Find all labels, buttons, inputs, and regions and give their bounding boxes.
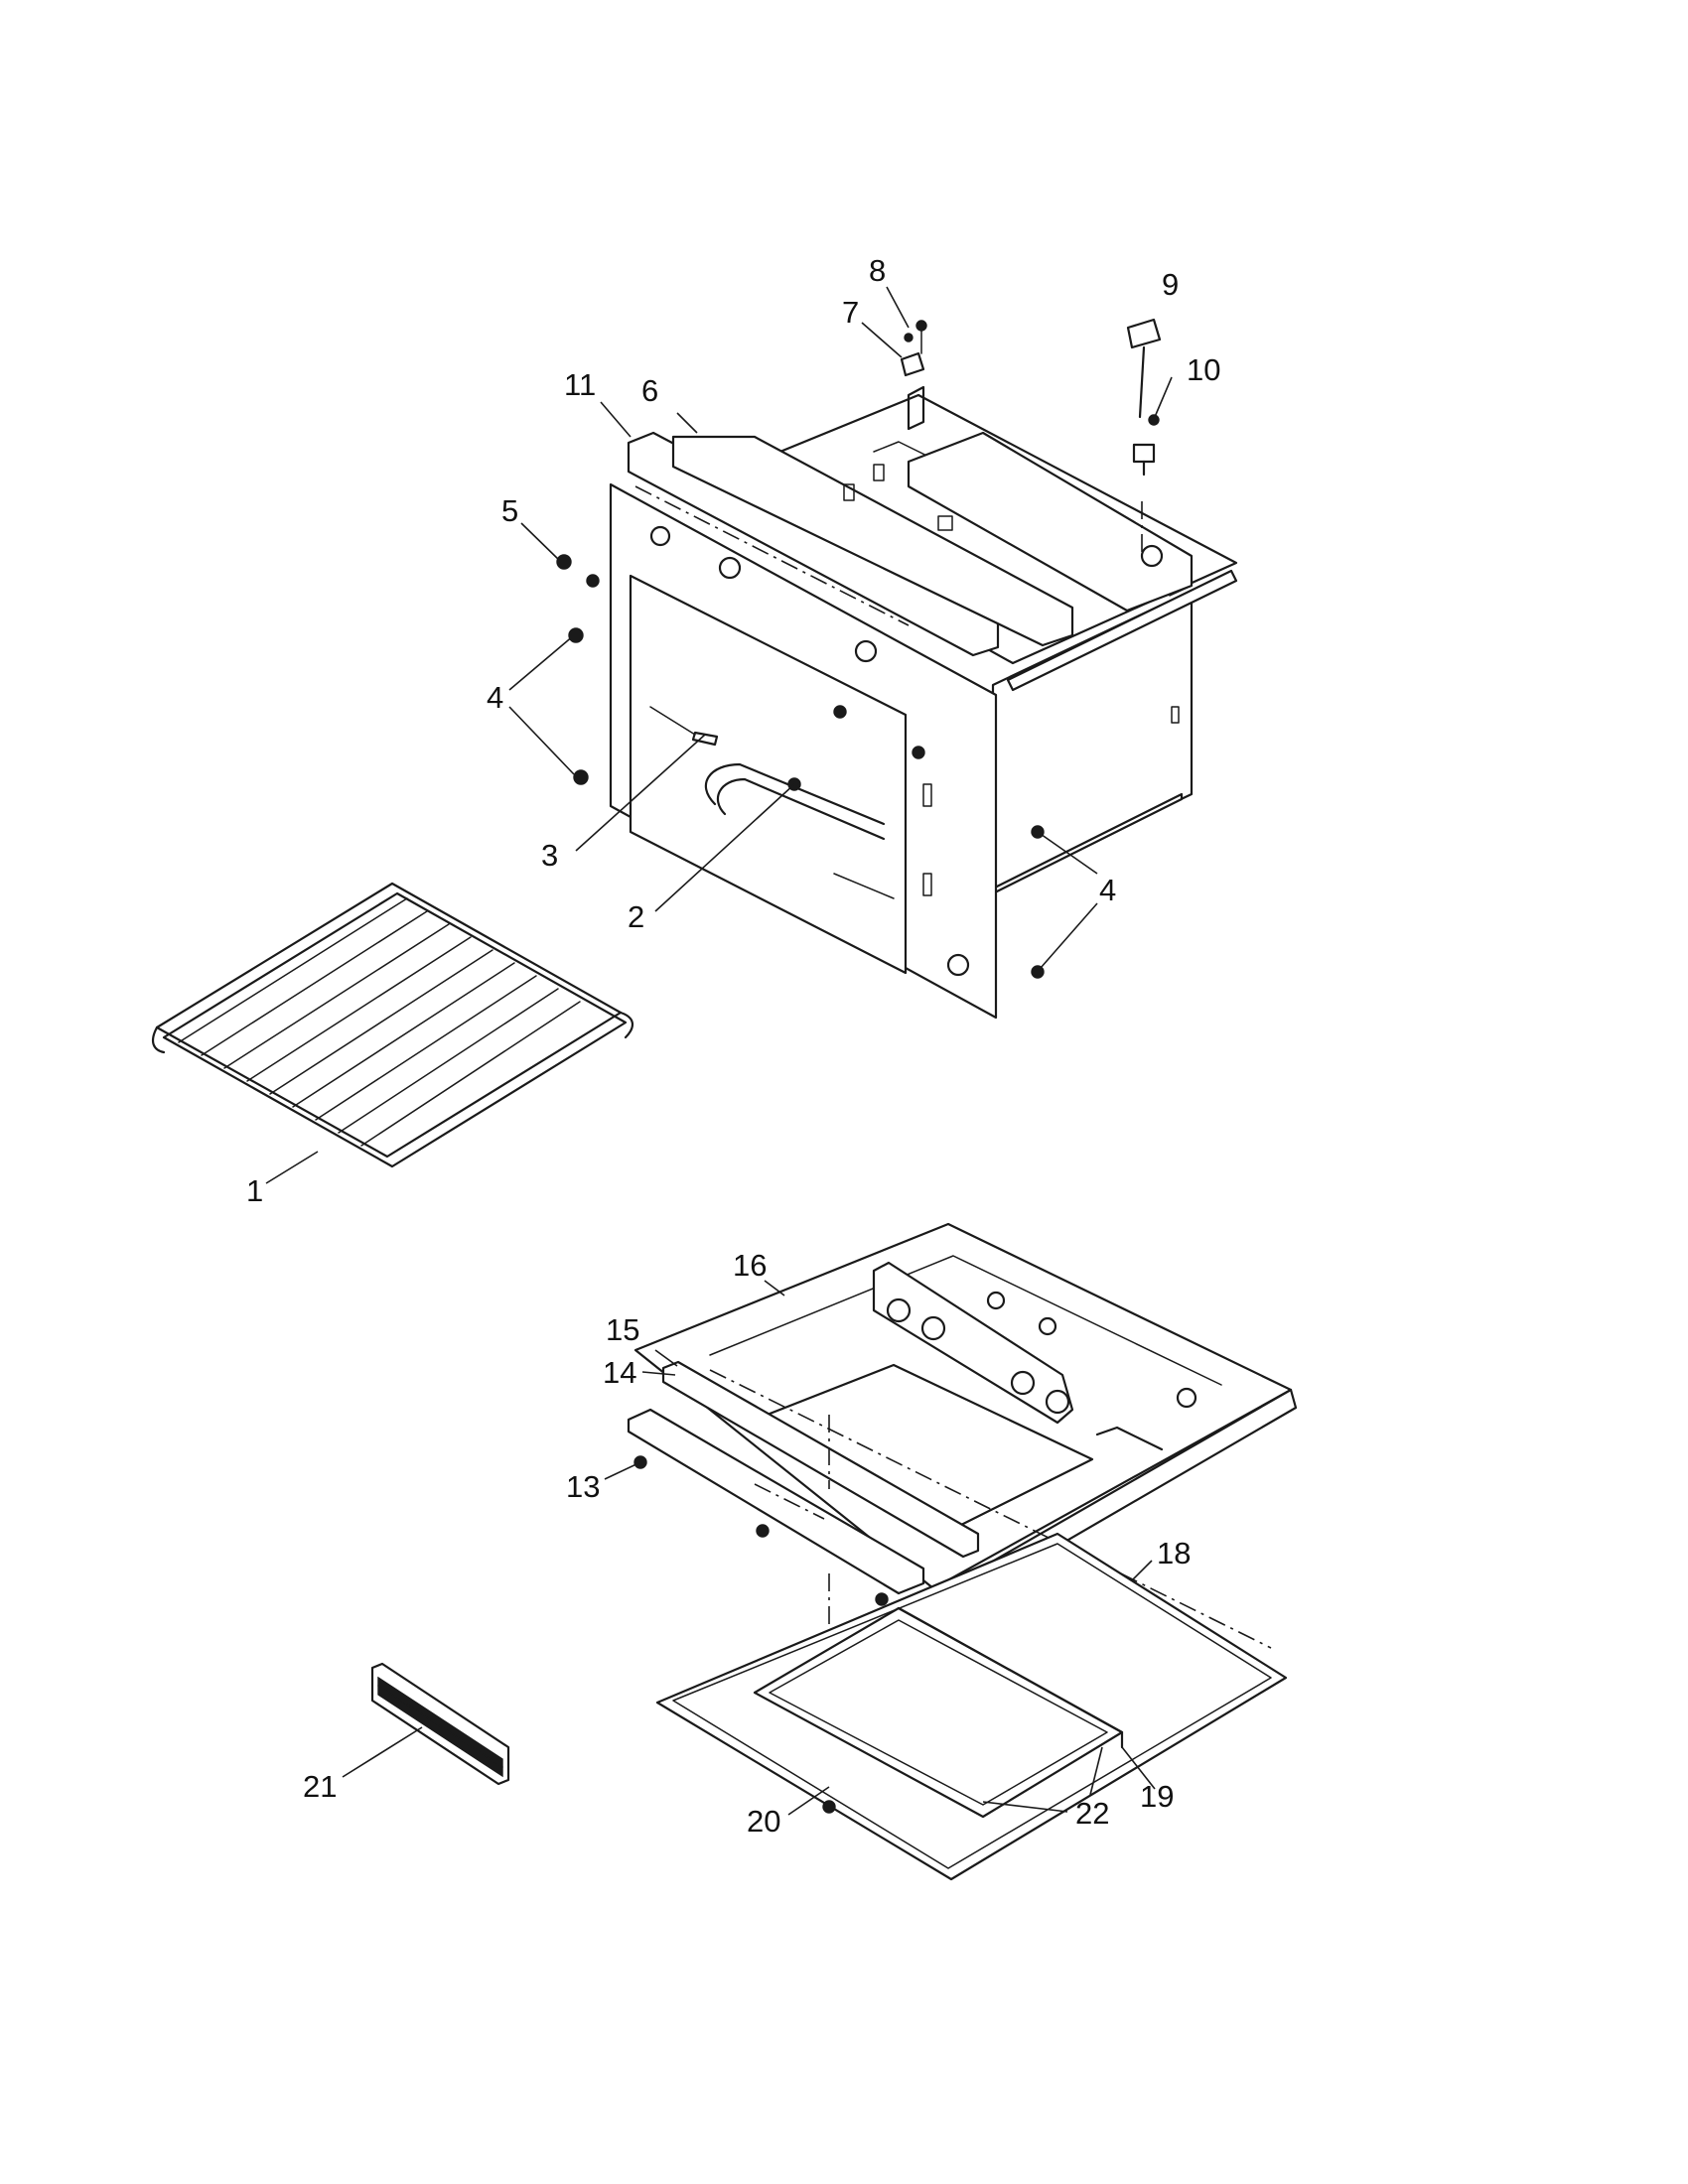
callout-13: 13: [566, 1469, 600, 1504]
callout-3: 3: [541, 838, 558, 873]
kick-panel: [370, 1662, 510, 1786]
callout-10: 10: [1187, 352, 1220, 387]
callout-4: 4: [487, 680, 503, 715]
callout-9: 9: [1162, 267, 1179, 302]
callout-14: 14: [603, 1355, 636, 1390]
callout-18: 18: [1157, 1536, 1191, 1570]
thermostat-parts: [900, 320, 927, 377]
callout-numbers: 1 2 3 4 4 5 6 7 8 9 10 11 13 14 15 16 18…: [246, 253, 1220, 1839]
callout-15: 15: [606, 1312, 639, 1347]
callout-20: 20: [747, 1804, 780, 1839]
oven-rack: [151, 882, 633, 1168]
callout-5: 5: [501, 493, 518, 528]
temperature-sensor: [1126, 318, 1162, 477]
callout-4: 4: [1099, 873, 1116, 907]
oven-cavity-assembly: [556, 385, 1238, 1020]
callout-19: 19: [1140, 1779, 1174, 1814]
drawer-panel: [753, 1606, 1124, 1819]
callout-7: 7: [842, 295, 859, 330]
callout-8: 8: [869, 253, 886, 288]
callout-2: 2: [628, 899, 644, 934]
callout-16: 16: [733, 1248, 767, 1283]
leader-lines: [265, 286, 1173, 1816]
callout-22: 22: [1075, 1796, 1109, 1831]
callout-1: 1: [246, 1173, 263, 1208]
callout-6: 6: [641, 373, 658, 408]
callout-21: 21: [303, 1769, 337, 1804]
callout-11: 11: [564, 367, 596, 402]
